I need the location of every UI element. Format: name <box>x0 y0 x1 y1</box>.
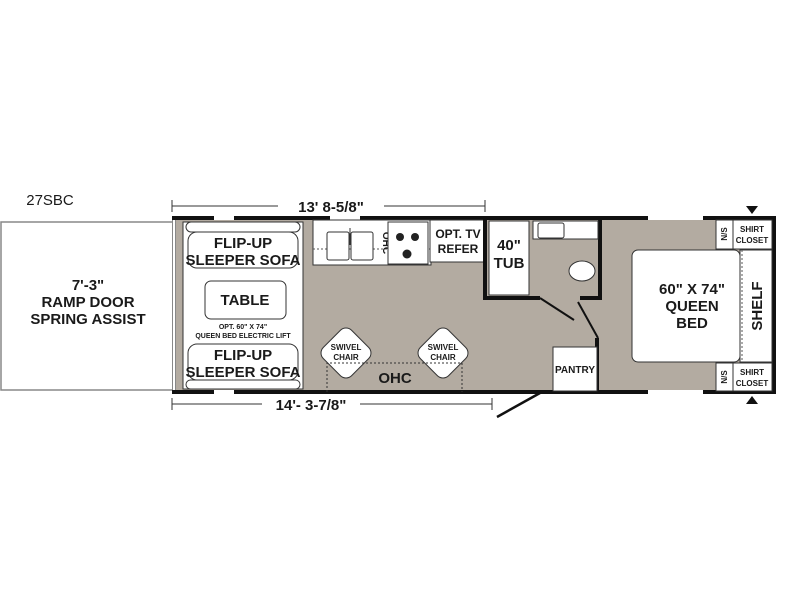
bathtub <box>488 220 530 296</box>
tub-label-2: TUB <box>494 255 525 272</box>
arrow-down-icon <box>746 206 758 214</box>
table-label: TABLE <box>221 292 270 309</box>
dimension-top-label: 13' 8-5/8" <box>298 199 364 216</box>
chair-right-label: SWIVEL <box>428 343 459 352</box>
ramp-door-area <box>0 221 174 391</box>
chair-left-label: SWIVEL <box>331 343 362 352</box>
front-ohc-label: OHC <box>378 370 412 387</box>
sofa-bottom-label-2: SLEEPER SOFA <box>185 364 300 381</box>
bed-label: QUEEN <box>665 298 718 315</box>
tub-label: 40" <box>497 237 521 254</box>
pantry[interactable] <box>552 346 598 392</box>
closet-top-label: SHIRT <box>740 225 764 234</box>
arrow-up-icon <box>746 396 758 404</box>
shirt-closet-top[interactable] <box>732 219 773 250</box>
bedroom-door[interactable] <box>577 301 599 339</box>
shirt-closet-bottom[interactable] <box>732 362 773 392</box>
refer-label-2: REFER <box>438 242 479 256</box>
dimension-top <box>171 200 486 212</box>
dimension-bottom-label: 14'- 3-7/8" <box>276 397 347 414</box>
entry-door[interactable] <box>496 391 541 419</box>
closet-bottom-label-2: CLOSET <box>736 379 769 388</box>
bath-door[interactable] <box>539 297 575 321</box>
swivel-chair-left[interactable]: SWIVEL CHAIR <box>318 325 375 382</box>
sofa-top-back <box>185 221 301 233</box>
refer-label: OPT. TV <box>435 227 480 241</box>
ramp-label: RAMP DOOR <box>41 294 134 311</box>
swivel-chair-right[interactable]: SWIVEL CHAIR <box>415 325 472 382</box>
shelf-label: SHELF <box>749 281 766 330</box>
bed-label-2: BED <box>676 315 708 332</box>
sofa-top-label-2: SLEEPER SOFA <box>185 252 300 269</box>
sink-icon <box>326 228 374 261</box>
option-label-2: QUEEN BED ELECTRIC LIFT <box>195 333 291 340</box>
dimension-bottom <box>171 398 493 410</box>
bed-size-label: 60" X 74" <box>659 281 725 298</box>
chair-right-label-2: CHAIR <box>430 353 456 362</box>
windows <box>214 216 703 394</box>
sofa-top-label: FLIP-UP <box>214 235 272 252</box>
model-name: 27SBC <box>26 192 74 209</box>
closet-top-label-2: CLOSET <box>736 236 769 245</box>
closet-bottom-label: SHIRT <box>740 368 764 377</box>
sofa-top[interactable] <box>187 231 299 269</box>
sofa-bottom-label: FLIP-UP <box>214 347 272 364</box>
pantry-label: PANTRY <box>555 365 595 376</box>
ns-top-label: N/S <box>720 227 729 241</box>
table[interactable] <box>204 280 287 320</box>
shelf <box>739 249 773 363</box>
option-label: OPT. 60" X 74" <box>219 324 267 331</box>
kitchen-ohc-label: OHC <box>380 232 391 254</box>
ramp-assist: SPRING ASSIST <box>30 311 145 328</box>
sofa-bottom-back <box>185 379 301 390</box>
toilet-icon <box>568 260 596 282</box>
front-ohc-outline <box>326 362 463 392</box>
chair-left-label-2: CHAIR <box>333 353 359 362</box>
stove-icon <box>387 221 429 265</box>
ns-bottom-label: N/S <box>720 370 729 384</box>
ramp-width: 7'-3" <box>72 277 104 294</box>
lavatory-icon <box>537 222 565 239</box>
